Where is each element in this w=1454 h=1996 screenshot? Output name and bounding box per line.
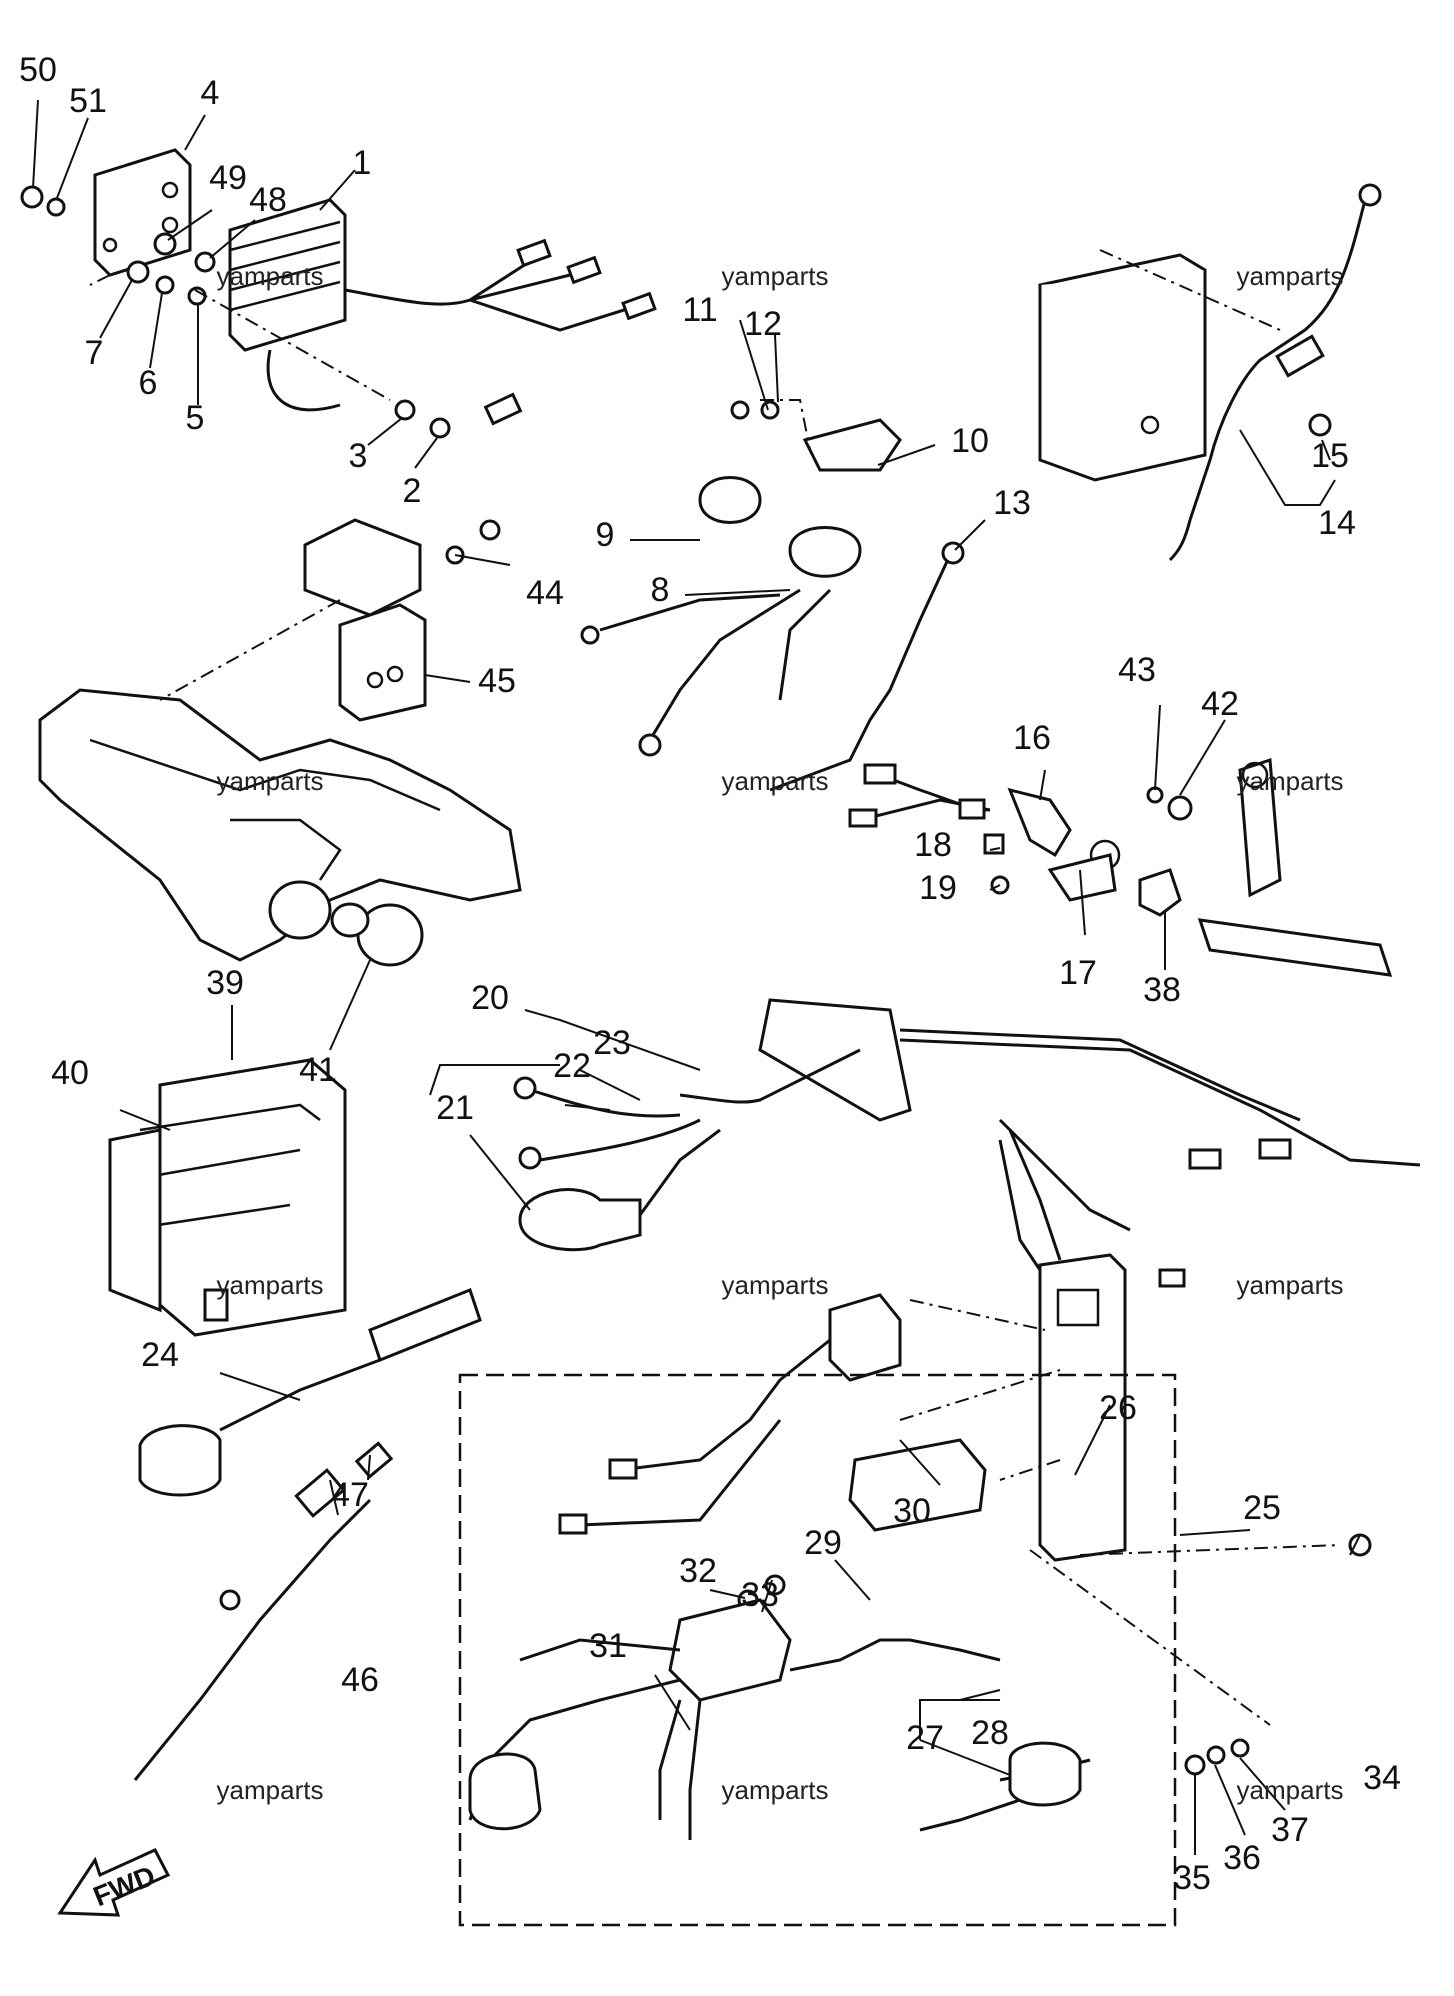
watermark-text: yamparts — [1237, 766, 1344, 796]
part-number-28: 28 — [971, 1714, 1009, 1752]
part-number-51: 51 — [69, 82, 107, 120]
part-number-14: 14 — [1318, 504, 1356, 542]
part-number-39: 39 — [206, 964, 244, 1002]
part-number-15: 15 — [1311, 437, 1349, 475]
part-number-31: 31 — [589, 1627, 627, 1665]
part-number-43: 43 — [1118, 651, 1156, 689]
part-number-25: 25 — [1243, 1489, 1281, 1527]
part-number-29: 29 — [804, 1524, 842, 1562]
part-number-34: 34 — [1363, 1759, 1401, 1797]
part-number-32: 32 — [679, 1552, 717, 1590]
fwd-direction-arrow: FWD — [57, 1848, 171, 1917]
watermark-text: yamparts — [1237, 1775, 1344, 1805]
watermark-text: yamparts — [217, 261, 324, 291]
leader-lines — [32, 99, 1361, 1855]
watermark-text: yamparts — [1237, 261, 1344, 291]
part-number-37: 37 — [1271, 1811, 1309, 1849]
part-number-10: 10 — [951, 422, 989, 460]
part-number-36: 36 — [1223, 1839, 1261, 1877]
part-number-20: 20 — [471, 979, 509, 1017]
part-number-8: 8 — [651, 571, 670, 609]
part-number-17: 17 — [1059, 954, 1097, 992]
part-number-21: 21 — [436, 1089, 474, 1127]
watermark-text: yamparts — [722, 261, 829, 291]
part-number-5: 5 — [186, 399, 205, 437]
part-number-46: 46 — [341, 1661, 379, 1699]
part-drawings — [20, 148, 1421, 1840]
part-number-26: 26 — [1099, 1389, 1137, 1427]
watermark-text: yamparts — [217, 1775, 324, 1805]
part-number-30: 30 — [893, 1492, 931, 1530]
part-number-50: 50 — [19, 51, 57, 89]
part-number-49: 49 — [209, 159, 247, 197]
watermark-text: yamparts — [1237, 1270, 1344, 1300]
part-number-33: 33 — [741, 1576, 779, 1614]
part-number-22: 22 — [553, 1047, 591, 1085]
part-number-9: 9 — [596, 516, 615, 554]
part-number-2: 2 — [403, 472, 422, 510]
part-number-47: 47 — [331, 1476, 369, 1514]
part-number-48: 48 — [249, 181, 287, 219]
part-number-16: 16 — [1013, 719, 1051, 757]
part-number-45: 45 — [478, 662, 516, 700]
part-number-18: 18 — [914, 826, 952, 864]
part-number-7: 7 — [85, 334, 104, 372]
watermark-text: yamparts — [217, 766, 324, 796]
part-number-19: 19 — [919, 869, 957, 907]
part-number-12: 12 — [744, 305, 782, 343]
part-number-27: 27 — [906, 1719, 944, 1757]
watermark-text: yamparts — [722, 766, 829, 796]
part-number-35: 35 — [1173, 1859, 1211, 1897]
part-number-1: 1 — [353, 144, 372, 182]
part-number-3: 3 — [349, 437, 368, 475]
part-number-38: 38 — [1143, 971, 1181, 1009]
part-number-13: 13 — [993, 484, 1031, 522]
part-number-4: 4 — [201, 74, 220, 112]
part-number-40: 40 — [51, 1054, 89, 1092]
part-number-6: 6 — [139, 364, 158, 402]
watermark-text: yamparts — [722, 1775, 829, 1805]
watermark-text: yamparts — [217, 1270, 324, 1300]
part-number-24: 24 — [141, 1336, 179, 1374]
part-number-41: 41 — [299, 1051, 337, 1089]
watermark-text: yamparts — [722, 1270, 829, 1300]
part-number-11: 11 — [682, 291, 717, 329]
part-number-44: 44 — [526, 574, 564, 612]
reference-lines — [89, 249, 1341, 1927]
part-number-23: 23 — [593, 1024, 631, 1062]
part-number-42: 42 — [1201, 685, 1239, 723]
watermarks: yamparts yamparts yamparts yamparts yamparts… — [217, 261, 1344, 1805]
